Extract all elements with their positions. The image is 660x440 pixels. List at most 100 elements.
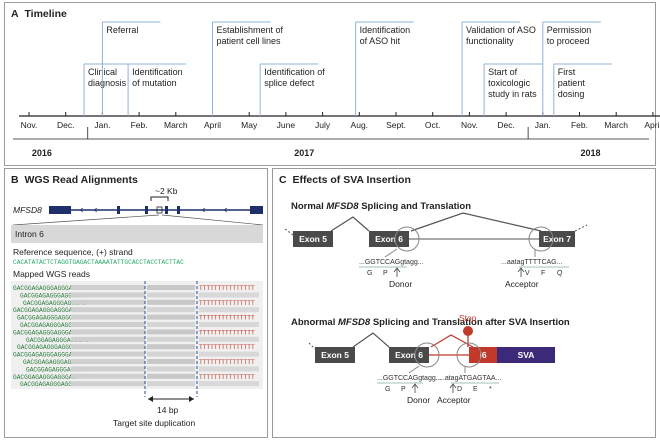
read-left-seq: GACGGAGAGGGAGGGAG [17, 344, 80, 351]
read-bar [71, 373, 145, 379]
abn-acceptor-aa-1: D [457, 386, 462, 393]
read-bar [147, 329, 195, 335]
read-bar [147, 381, 195, 387]
abn-lead-dash [308, 342, 316, 350]
month-label: March [604, 120, 628, 130]
panel-wgs: B WGS Read Alignments ~2 Kb MFSD8 Intron… [4, 168, 268, 438]
normal-donor-pointer [384, 248, 398, 258]
event-label: study in rats [488, 89, 537, 99]
event-label: dosing [558, 89, 585, 99]
abn-donor-arrow [411, 383, 419, 393]
read-bar [71, 322, 145, 327]
read-bar [71, 351, 145, 357]
month-label: Jan. [535, 120, 551, 130]
gene-arrows [79, 207, 228, 213]
read-bar [71, 344, 145, 350]
event-label: Identification [360, 25, 411, 35]
abn-exon-5 [315, 347, 355, 363]
month-label: Sept. [386, 120, 406, 130]
read-bar [199, 336, 259, 342]
event-label: Start of [488, 67, 518, 77]
month-label: April [204, 120, 221, 130]
zoom-line-left [12, 214, 160, 226]
normal-donor-arrow [393, 267, 401, 277]
abn-donor-circle [414, 342, 440, 368]
dup-label: Target site duplication [113, 418, 195, 428]
abn-exon-6-label: Exon 6 [395, 350, 423, 360]
year-label: 2018 [580, 148, 600, 158]
abn-acceptor-label: Acceptor [437, 395, 471, 405]
read-right-seq: TTTTTTTTTTTTTTT [199, 344, 255, 351]
normal-acceptor-circle [528, 226, 554, 252]
abn-acceptor-circle [456, 342, 482, 368]
abn-i6 [469, 347, 497, 363]
read-bar [199, 322, 259, 327]
event-label: splice defect [264, 78, 315, 88]
read-bar [71, 329, 145, 335]
mapped-reads: GACGGAGAGGGAGGGAG TTTTTTTTTTTTTTT GACGGAGA… [13, 285, 259, 388]
read-bar [71, 314, 145, 320]
scale-bracket [150, 196, 169, 201]
read-bar [147, 366, 195, 372]
month-label: March [164, 120, 188, 130]
gene-name: MFSD8 [13, 205, 42, 215]
normal-exon-5-label: Exon 5 [299, 234, 327, 244]
panel-c-title: C Effects of SVA Insertion [279, 174, 411, 186]
read-bar [71, 299, 145, 305]
abn-exon-5-label: Exon 5 [321, 350, 349, 360]
read-bar [199, 292, 259, 298]
month-label: May [241, 120, 258, 130]
event-label: First [558, 67, 576, 77]
month-label: Oct. [425, 120, 441, 130]
abn-donor-label: Donor [407, 395, 430, 405]
panel-b-title-text: WGS Read Alignments [24, 174, 138, 186]
intron-label: Intron 6 [15, 229, 44, 239]
month-label: July [315, 120, 331, 130]
event-label: Permission [547, 25, 592, 35]
read-bar [147, 299, 195, 305]
normal-exon-7 [539, 231, 575, 247]
normal-donor-label: Donor [389, 279, 412, 289]
abn-donor-aa-1: G [385, 386, 390, 393]
abn-donor-pointer [408, 365, 420, 374]
read-bar [71, 381, 145, 387]
event-label: of ASO hit [360, 36, 401, 46]
read-bar [147, 322, 195, 327]
read-bar [147, 285, 195, 290]
normal-acceptor-aa-1: V [525, 270, 530, 277]
year-label: 2017 [294, 148, 314, 158]
read-right-seq: TTTTTTTTTTTTTTT [199, 359, 255, 366]
normal-splice-5-6 [330, 216, 370, 232]
read-left-seq: GACGGAGAGGGAGGGAG [26, 337, 89, 344]
panel-b-title: B WGS Read Alignments [11, 174, 138, 186]
read-left-seq: GACGGAGAGGGAGGGAG [13, 285, 76, 292]
stop-icon [463, 326, 473, 336]
panel-a-letter: A [11, 8, 19, 20]
normal-acceptor-aa-3: Q [557, 270, 563, 277]
abn-sva-label: SVA [518, 350, 535, 360]
event-label: Establishment of [217, 25, 284, 35]
event-label: Validation of ASO [466, 25, 536, 35]
month-label: April [644, 120, 660, 130]
scale-label: ~2 Kb [155, 186, 178, 196]
intron-band [11, 225, 263, 243]
read-bar [199, 381, 259, 387]
abn-sva [497, 347, 555, 363]
normal-tail-dash [574, 224, 588, 232]
read-left-seq: GACGGAGAGGGAGGGAG [23, 300, 86, 307]
read-bar [71, 359, 145, 364]
event-label: Identification of [264, 67, 325, 77]
normal-splice-6-7 [410, 212, 542, 232]
read-left-seq: GACGGAGAGGGAGGGAG [20, 381, 83, 388]
read-bar [71, 307, 145, 313]
read-left-seq: GACGGAGAGGGAGGGAG [26, 366, 89, 373]
read-bar [147, 336, 195, 342]
month-label: Aug. [351, 120, 369, 130]
abn-donor-seq: ...GGTCCAGgtagg... [377, 375, 442, 382]
event-label: to proceed [547, 36, 590, 46]
read-bar [71, 285, 145, 290]
event-label: Referral [106, 25, 138, 35]
normal-acceptor-seq: ...aatagTTTTCAG... [501, 259, 563, 266]
splicing-graphic: Normal MFSD8 Splicing and Translation Ex… [284, 201, 588, 405]
read-left-seq: GACGGAGAGGGAGGGAG [13, 374, 76, 381]
